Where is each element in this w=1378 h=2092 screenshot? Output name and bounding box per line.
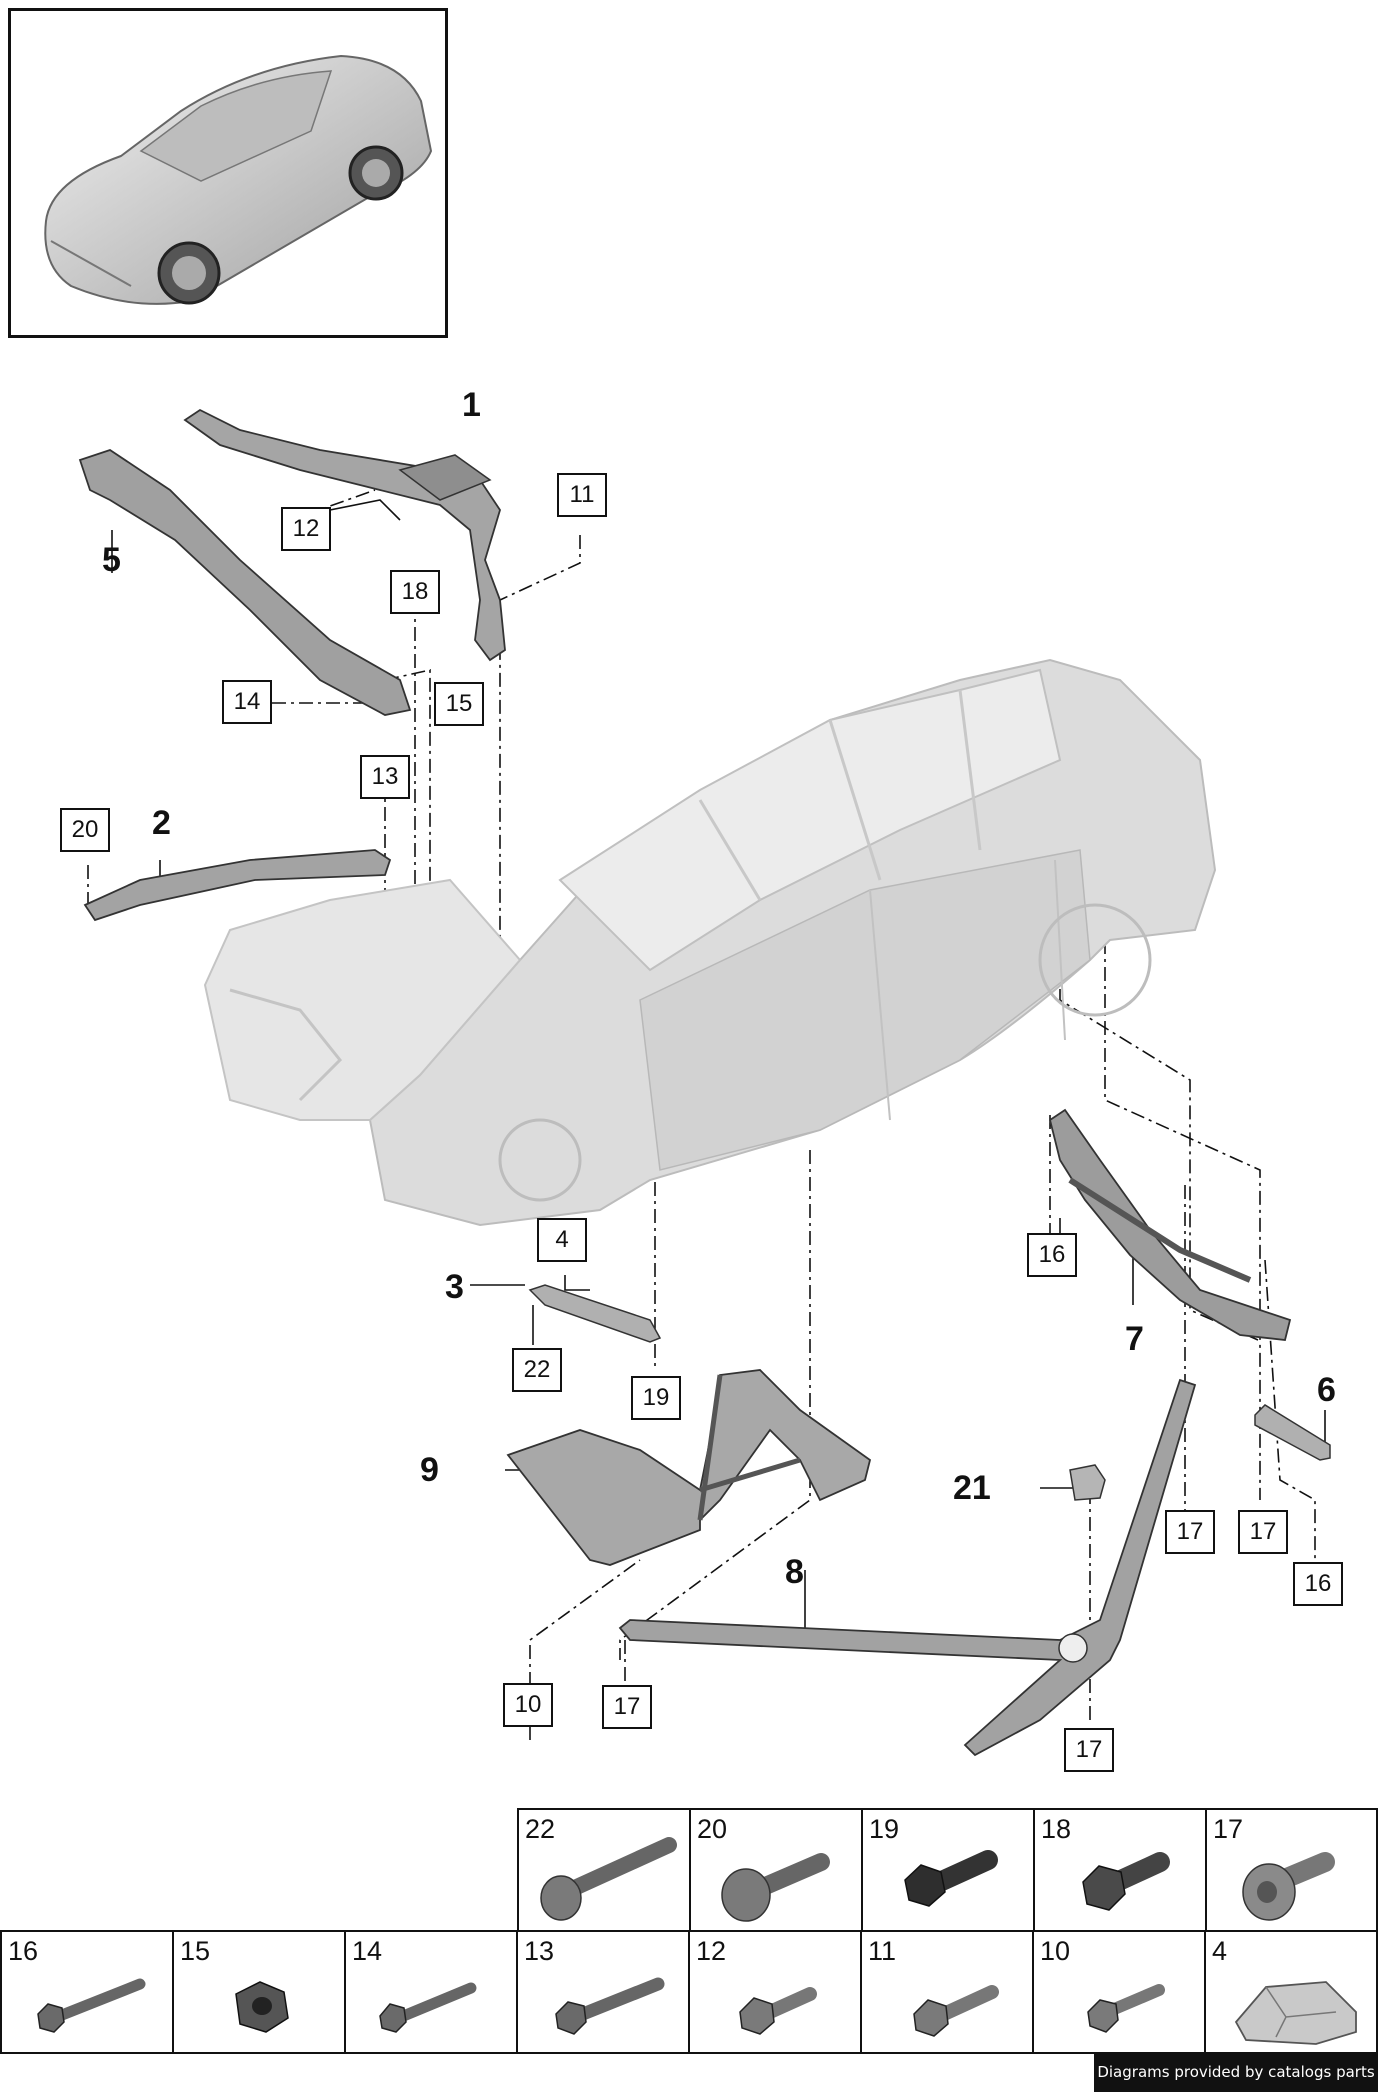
hardware-label: 12 <box>696 1936 727 1966</box>
callout-1: 1 <box>462 386 481 424</box>
hardware-cell-14: 14 <box>344 1930 518 2054</box>
callout-box-17: 17 <box>602 1685 652 1729</box>
hardware-cell-20: 20 <box>689 1808 863 1932</box>
hardware-label: 11 <box>868 1936 897 1966</box>
hardware-label: 20 <box>697 1814 728 1844</box>
hardware-cell-22: 22 <box>517 1808 691 1932</box>
hardware-label: 16 <box>8 1936 39 1966</box>
part-7-rear-frame <box>1048 1108 1292 1341</box>
hardware-cell-12: 12 <box>688 1930 862 2054</box>
part-6-strut <box>1254 1404 1331 1461</box>
part-8-brace <box>618 1378 1197 1757</box>
hardware-label: 13 <box>524 1936 555 1966</box>
hardware-label: 22 <box>525 1814 556 1844</box>
callout-box-18: 18 <box>390 570 440 614</box>
callout-21: 21 <box>953 1469 991 1507</box>
part-9-underbody-panel <box>506 1369 872 1566</box>
hardware-cell-4: 4 <box>1204 1930 1378 2054</box>
hex-bolt-icon <box>1082 1852 1170 1911</box>
hardware-cell-15: 15 <box>172 1930 346 2054</box>
callout-8: 8 <box>785 1553 804 1591</box>
part-2-crossmember <box>83 849 392 922</box>
hardware-cell-11: 11 <box>860 1930 1034 2054</box>
callout-box-16: 16 <box>1293 1562 1343 1606</box>
callout-box-12: 12 <box>281 507 331 551</box>
hardware-cell-13: 13 <box>516 1930 690 2054</box>
footer-credit: Diagrams provided by catalogs parts <box>1094 2052 1378 2092</box>
callout-3: 3 <box>445 1268 464 1306</box>
long-flange-bolt-icon <box>540 1837 677 1921</box>
long-hex-bolt-icon <box>37 1978 146 2033</box>
hex-nut-icon <box>235 1981 289 2033</box>
hex-bolt-icon <box>739 1987 817 2035</box>
part-5-strut-brace <box>78 449 412 716</box>
hardware-cell-16: 16 <box>0 1930 174 2054</box>
vehicle-thumbnail-frame <box>8 8 448 338</box>
flange-bolt-icon <box>721 1853 830 1922</box>
hardware-label: 15 <box>180 1936 211 1966</box>
callout-box-14: 14 <box>222 680 272 724</box>
callout-box-15: 15 <box>434 682 484 726</box>
callout-box-19: 19 <box>631 1376 681 1420</box>
body-in-white <box>203 658 1217 1227</box>
callout-box-13: 13 <box>360 755 410 799</box>
hardware-label: 10 <box>1040 1936 1071 1966</box>
stud-bolt-icon <box>1087 1984 1165 2033</box>
hardware-label: 18 <box>1041 1814 1072 1844</box>
callout-6: 6 <box>1317 1371 1336 1409</box>
torx-bolt-icon <box>1242 1852 1335 1921</box>
part-21-bracket <box>1069 1464 1106 1501</box>
hex-bolt-icon <box>555 1977 665 2035</box>
part-3-bracket <box>528 1284 662 1343</box>
callout-box-17: 17 <box>1238 1510 1288 1554</box>
long-hex-bolt-icon <box>379 1982 477 2033</box>
clip-nut-icon <box>1234 1981 1357 2045</box>
callout-box-10: 10 <box>503 1683 553 1727</box>
callout-2: 2 <box>152 804 171 842</box>
callout-box-16: 16 <box>1027 1233 1077 1277</box>
hardware-label: 17 <box>1213 1814 1244 1844</box>
callout-5: 5 <box>102 541 121 579</box>
hardware-cell-19: 19 <box>861 1808 1035 1932</box>
exploded-body-diagram <box>78 408 1331 1757</box>
callout-box-20: 20 <box>60 808 110 852</box>
hardware-label: 4 <box>1212 1936 1228 1966</box>
hex-bolt-icon <box>913 1985 999 2037</box>
hardware-cell-10: 10 <box>1032 1930 1206 2054</box>
callout-box-17: 17 <box>1064 1728 1114 1772</box>
callout-7: 7 <box>1125 1320 1144 1358</box>
hardware-cell-18: 18 <box>1033 1808 1207 1932</box>
hardware-label: 14 <box>352 1936 383 1966</box>
car-thumbnail-icon <box>44 54 433 305</box>
callout-9: 9 <box>420 1451 439 1489</box>
callout-box-22: 22 <box>512 1348 562 1392</box>
callout-box-4: 4 <box>537 1218 587 1262</box>
hardware-cell-17: 17 <box>1205 1808 1378 1932</box>
hardware-label: 19 <box>869 1814 900 1844</box>
callout-box-17: 17 <box>1165 1510 1215 1554</box>
hex-bolt-dark-icon <box>904 1850 998 1907</box>
callout-box-11: 11 <box>557 473 607 517</box>
part-1-strut <box>183 408 506 662</box>
